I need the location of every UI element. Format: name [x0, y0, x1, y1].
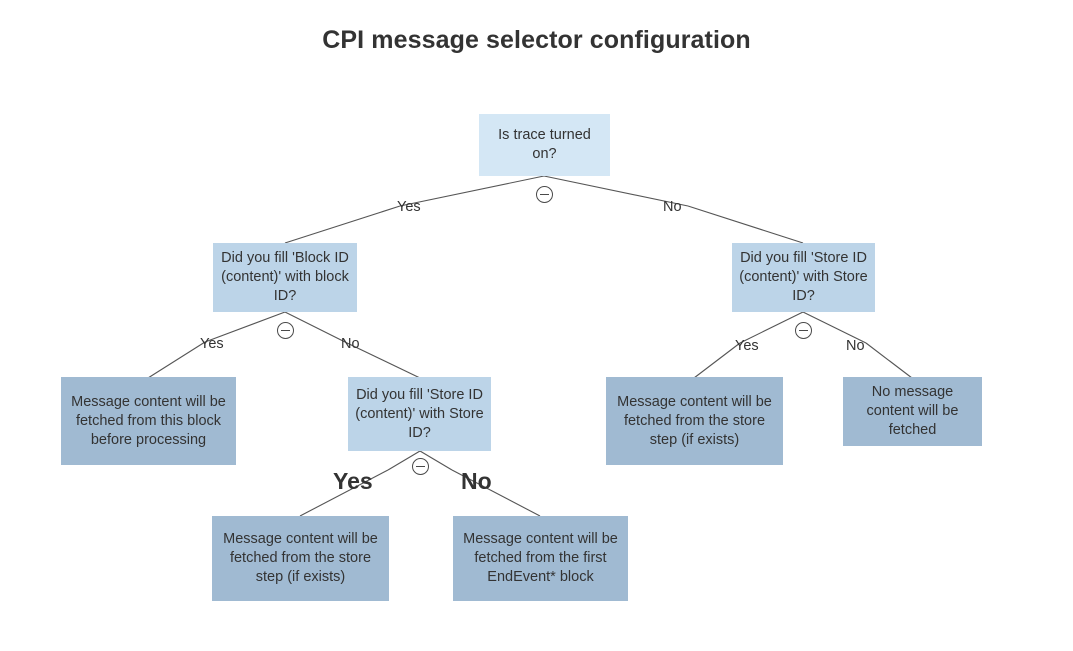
node-this-block-result[interactable]: Message content will be fetched from thi…: [61, 377, 236, 465]
edge-root-yes: [399, 175, 545, 207]
page-title: CPI message selector configuration: [322, 26, 751, 54]
edge-label-root-no: No: [663, 199, 682, 215]
node-store-id-question-mid[interactable]: Did you fill 'Store ID (content)' with S…: [348, 377, 491, 451]
edge-label-bottom-yes: Yes: [333, 468, 373, 494]
collapse-toggle-block-id-icon[interactable]: [277, 322, 294, 339]
node-endevent-result[interactable]: Message content will be fetched from the…: [453, 516, 628, 601]
edge-right-no-2: [865, 342, 913, 379]
edge-label-root-yes: Yes: [397, 199, 421, 215]
edge-block-no: [284, 311, 346, 343]
edge-root-yes-2: [284, 205, 401, 244]
node-store-id-question-right[interactable]: Did you fill 'Store ID (content)' with S…: [732, 243, 875, 312]
edge-block-yes-2: [147, 341, 206, 379]
node-store-step-result-right[interactable]: Message content will be fetched from the…: [606, 377, 783, 465]
edge-label-right-yes: Yes: [735, 338, 759, 354]
edge-label-right-no: No: [846, 338, 865, 354]
node-no-content-result[interactable]: No message content will be fetched: [843, 377, 982, 446]
node-store-step-result-bottom[interactable]: Message content will be fetched from the…: [212, 516, 389, 601]
node-is-trace-turned-on[interactable]: Is trace turned on?: [479, 114, 610, 176]
node-block-id-question[interactable]: Did you fill 'Block ID (content)' with b…: [213, 243, 357, 312]
collapse-toggle-store-id-mid-icon[interactable]: [412, 458, 429, 475]
edge-label-block-no: No: [341, 336, 360, 352]
edge-right-yes-2: [693, 342, 741, 379]
edge-root-no-2: [687, 205, 804, 244]
edge-label-block-yes: Yes: [200, 336, 224, 352]
collapse-toggle-root-icon[interactable]: [536, 186, 553, 203]
edge-label-bottom-no: No: [461, 468, 492, 494]
collapse-toggle-store-id-right-icon[interactable]: [795, 322, 812, 339]
